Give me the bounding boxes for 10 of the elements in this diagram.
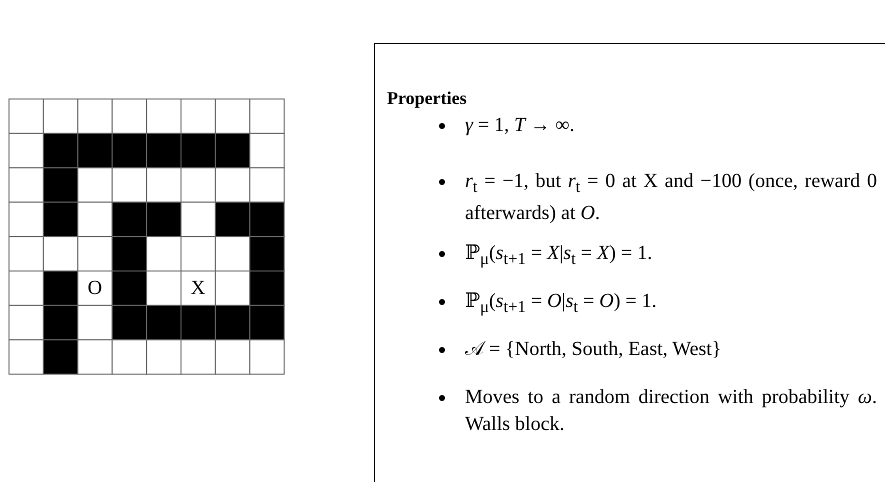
property-text: Moves to a random direction with probability ω. Walls block. xyxy=(465,385,877,437)
panel-heading: Properties xyxy=(387,88,467,109)
property-text: 𝒜 = {North, South, East, West} xyxy=(465,337,722,362)
properties-panel xyxy=(374,43,885,482)
property-text: r$_{t}$ = −1, but r$_{t}$ = 0 at X and −100 (once, reward 0 afterwards) at O. xyxy=(465,169,877,226)
property-text: ℙ$_{μ}$(s$_{t+1}$ = O|s$_{t}$ = O) = 1. xyxy=(465,289,658,318)
cell-marker: X xyxy=(190,276,206,301)
cell-marker: O xyxy=(86,276,104,301)
property-text: ℙ$_{μ}$(s$_{t+1}$ = X|s$_{t}$ = X) = 1. xyxy=(465,241,654,270)
property-text: γ = 1, T → ∞. xyxy=(465,113,576,138)
